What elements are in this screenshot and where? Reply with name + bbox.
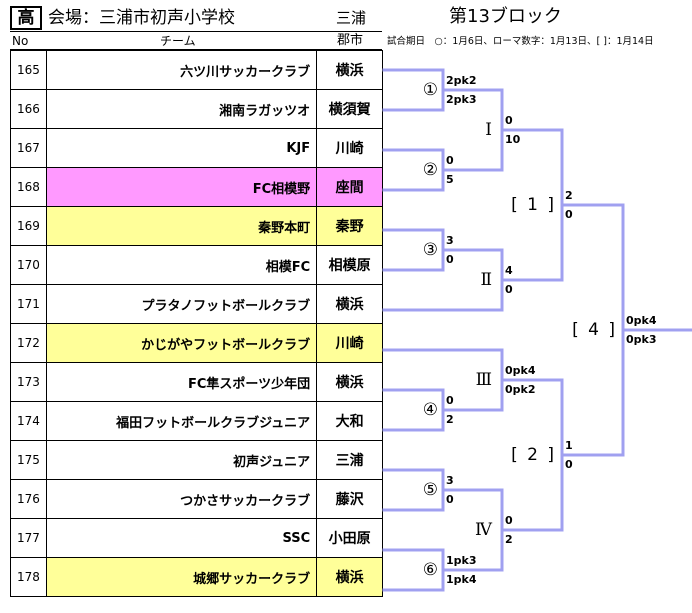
b1-label: [ 1 ] <box>511 195 556 215</box>
team-name: FC隼スポーツ少年団 <box>45 362 318 402</box>
mIII-score-top: 0pk4 <box>505 364 536 377</box>
b2-label: [ 2 ] <box>511 445 556 465</box>
team-name: FC相模野 <box>45 167 318 207</box>
header-divider <box>10 49 382 50</box>
team-number: 169 <box>10 206 47 246</box>
team-number: 177 <box>10 518 47 558</box>
mII-score-bottom: 0 <box>505 283 513 296</box>
mII-label: Ⅱ <box>480 270 492 290</box>
team-name: 城郷サッカークラブ <box>45 557 318 597</box>
m2-score-bottom: 5 <box>446 173 454 186</box>
team-city: 川崎 <box>316 128 383 168</box>
team-name: SSC <box>45 518 318 558</box>
team-number: 178 <box>10 557 47 597</box>
m3-score-top: 3 <box>446 234 454 247</box>
b2-score-top: 1 <box>565 439 573 452</box>
venue-title: 会場：三浦市初声小学校 <box>48 8 235 28</box>
team-number: 170 <box>10 245 47 285</box>
m4-score-bottom: 2 <box>446 413 454 426</box>
team-name: KJF <box>45 128 318 168</box>
team-number: 174 <box>10 401 47 441</box>
m6-score-top: 1pk3 <box>446 554 477 567</box>
grade-badge: 高 <box>10 6 42 30</box>
column-header-city: 郡市 <box>337 33 364 48</box>
team-name: かじがやフットボールクラブ <box>45 323 318 363</box>
team-number: 168 <box>10 167 47 207</box>
m6-score-bottom: 1pk4 <box>446 573 477 586</box>
team-city: 座間 <box>316 167 383 207</box>
m1-score-bottom: 2pk3 <box>446 93 477 106</box>
team-city: 横浜 <box>316 50 383 90</box>
team-name: 初声ジュニア <box>45 440 318 480</box>
team-city: 横浜 <box>316 557 383 597</box>
title-divider <box>10 31 382 32</box>
team-name: 相模FC <box>45 245 318 285</box>
mI-label: Ⅰ <box>485 120 492 140</box>
b2-score-bottom: 0 <box>565 458 573 471</box>
m2-score-top: 0 <box>446 154 454 167</box>
mI-score-top: 0 <box>505 114 513 127</box>
team-name: 福田フットボールクラブジュニア <box>45 401 318 441</box>
team-city: 横浜 <box>316 362 383 402</box>
mIV-score-bottom: 2 <box>505 533 513 546</box>
match-dates-note: 試合期日 ○：1月6日、ローマ数字：1月13日、[ ]：1月14日 <box>387 36 654 47</box>
team-number: 173 <box>10 362 47 402</box>
block-title: 第13ブロック <box>449 6 562 27</box>
b1-score-top: 2 <box>565 189 573 202</box>
b4-label: [ 4 ] <box>572 320 617 340</box>
m3-label: ③ <box>422 240 438 260</box>
m2-label: ② <box>422 160 438 180</box>
m5-score-bottom: 0 <box>446 493 454 506</box>
team-name: 六ツ川サッカークラブ <box>45 50 318 90</box>
venue-city: 三浦 <box>336 9 367 27</box>
b4-score-bottom: 0pk3 <box>626 333 657 346</box>
team-name: 秦野本町 <box>45 206 318 246</box>
m5-score-top: 3 <box>446 474 454 487</box>
b4-score-top: 0pk4 <box>626 314 657 327</box>
m4-label: ④ <box>422 400 438 420</box>
m1-score-top: 2pk2 <box>446 74 477 87</box>
team-city: 藤沢 <box>316 479 383 519</box>
m4-score-top: 0 <box>446 394 454 407</box>
b1-score-bottom: 0 <box>565 208 573 221</box>
team-city: 大和 <box>316 401 383 441</box>
mIV-score-top: 0 <box>505 514 513 527</box>
m1-label: ① <box>422 80 438 100</box>
m6-label: ⑥ <box>422 560 438 580</box>
m3-score-bottom: 0 <box>446 253 454 266</box>
column-header-no: No <box>12 34 29 48</box>
mII-score-top: 4 <box>505 264 513 277</box>
team-number: 176 <box>10 479 47 519</box>
m5-label: ⑤ <box>422 480 438 500</box>
team-name: つかさサッカークラブ <box>45 479 318 519</box>
team-city: 相模原 <box>316 245 383 285</box>
team-number: 175 <box>10 440 47 480</box>
team-city: 秦野 <box>316 206 383 246</box>
mI-score-bottom: 10 <box>505 133 521 146</box>
team-city: 横浜 <box>316 284 383 324</box>
team-city: 三浦 <box>316 440 383 480</box>
mIII-label: Ⅲ <box>475 370 492 390</box>
mIV-label: Ⅳ <box>475 520 492 540</box>
column-header-team: チーム <box>160 34 196 48</box>
mIII-score-bottom: 0pk2 <box>505 383 536 396</box>
